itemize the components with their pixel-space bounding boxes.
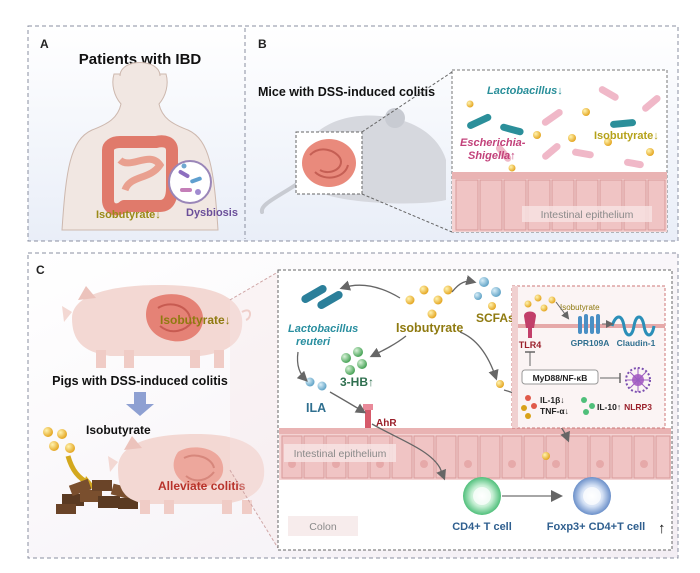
signaling-inset (511, 285, 666, 429)
panel-c-letter: C (36, 263, 45, 277)
pig-alleviated-icon (108, 434, 265, 514)
pig-isobutyrate-label: Isobutyrate↓ (160, 313, 231, 327)
down-arrow-icon (126, 392, 154, 416)
panel-b-title: Mice with DSS-induced colitis (258, 85, 435, 99)
cd4-label: CD4+ T cell (452, 521, 512, 533)
mouse-epithelium (452, 172, 667, 232)
pig-epithelium-label: Intestinal epithelium (294, 448, 387, 460)
mouse-intestine-icon (302, 139, 356, 187)
foxp3-up-arrow: ↑ (658, 520, 666, 537)
three-hb-molecules (341, 347, 367, 375)
panel-a-letter: A (40, 37, 49, 51)
ahr-label: AhR (376, 418, 397, 429)
inset-isobutyrate-balls (524, 294, 556, 312)
tnfa-label: TNF-α↓ (540, 406, 569, 416)
isobutyrate-feed-label: Isobutyrate (86, 423, 151, 437)
foxp3-t-cell-icon (573, 477, 611, 515)
mouse-epithelium-label: Intestinal epithelium (541, 209, 634, 221)
isobutyrate-feed-balls (43, 427, 75, 453)
escherichia-label-1: Escherichia- (460, 137, 526, 149)
myd88-box (521, 369, 599, 385)
nlrp3-inflammasome-icon (625, 367, 651, 393)
panel-a-isobutyrate: Isobutyrate↓ (96, 209, 161, 221)
tlr4-label: TLR4 (519, 340, 542, 350)
escherichia-label-2: Shigella↑ (468, 150, 516, 162)
three-hb-label: 3-HB↑ (340, 375, 374, 389)
foxp3-label: Foxp3+ CD4+T cell (547, 521, 645, 533)
mouse-bacteria (466, 86, 661, 172)
pig-colitis-icon (62, 285, 252, 368)
claudin-label: Claudin-1 (617, 338, 656, 348)
cytokine-dots (521, 395, 595, 419)
reuteri-label-1: Lactobacillus (288, 323, 358, 335)
gpr109a-label: GPR109A (571, 338, 610, 348)
scfas-molecules (474, 277, 501, 310)
ahr-receptor-icon (363, 404, 373, 428)
il10-label: IL-10↑ (597, 402, 621, 412)
claudin-icon (610, 315, 656, 337)
nlrp3-label: NLRP3 (624, 402, 652, 412)
panel-b-isobutyrate: Isobutyrate↓ (594, 130, 659, 142)
cd4-t-cell-icon (463, 477, 501, 515)
myd88-label: MyD88/NF-κB (533, 373, 588, 383)
ila-label: ILA (306, 401, 326, 415)
panel-b-letter: B (258, 37, 267, 51)
dysbiosis-icon (168, 160, 212, 204)
gpr109a-receptor-icon (578, 314, 600, 334)
lactobacillus-reuteri-icon (301, 285, 343, 309)
scfas-label: SCFAs↑ (476, 311, 521, 325)
reuteri-label-2: reuteri (296, 336, 331, 348)
lactobacillus-label: Lactobacillus↓ (487, 85, 563, 97)
tlr4-receptor-icon (524, 311, 536, 338)
isobutyrate-molecules (405, 285, 453, 319)
isobutyrate-center-label: Isobutyrate (396, 321, 463, 335)
colon-label: Colon (309, 521, 337, 533)
alleviate-label: Alleviate colitis (158, 479, 246, 493)
inset-isobutyrate-label: Isobutyrate (560, 303, 600, 312)
panel-a-title: Patients with IBD (79, 51, 202, 68)
il1b-label: IL-1β↓ (540, 395, 565, 405)
pigs-title: Pigs with DSS-induced colitis (52, 374, 228, 388)
dysbiosis-label: Dysbiosis (186, 207, 238, 219)
pig-epithelium (279, 428, 671, 480)
